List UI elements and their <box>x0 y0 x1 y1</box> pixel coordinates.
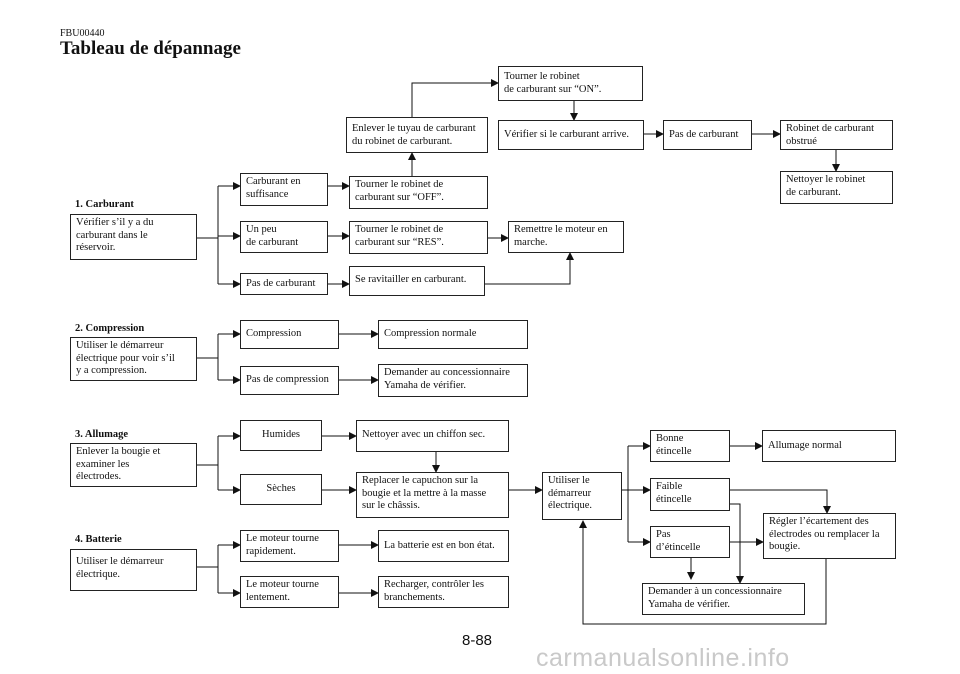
box-no-fuel-flow: Pas de carburant <box>663 120 752 150</box>
section-title-compression: 2. Compression <box>75 323 145 334</box>
box-enough-fuel: Carburant en suffisance <box>240 173 328 206</box>
doc-code: FBU00440 <box>60 28 105 39</box>
box-no-spark: Pas d’étincelle <box>650 526 730 558</box>
box-engine-slow: Le moteur tourne lentement. <box>240 576 339 608</box>
box-dry: Sèches <box>240 474 322 505</box>
box-adjust-gap: Régler l’écartement des électrodes ou re… <box>763 513 896 559</box>
box-ask-dealer-compression: Demander au concessionnaire Yamaha de vé… <box>378 364 528 397</box>
box-valve-res: Tourner le robinet de carburant sur “RES… <box>349 221 488 254</box>
box-check-fuel-flow: Vérifier si le carburant arrive. <box>498 120 644 150</box>
box-compression: Compression <box>240 320 339 349</box>
box-no-compression: Pas de compression <box>240 366 339 395</box>
box-wipe-dry: Nettoyer avec un chiffon sec. <box>356 420 509 452</box>
section-title-batterie: 4. Batterie <box>75 534 122 545</box>
box-no-fuel: Pas de carburant <box>240 273 328 295</box>
box-valve-on: Tourner le robinet de carburant sur “ON”… <box>498 66 643 101</box>
box-normal-compression: Compression normale <box>378 320 528 349</box>
page-number: 8-88 <box>462 632 493 649</box>
box-valve-off: Tourner le robinet de carburant sur “OFF… <box>349 176 488 209</box>
box-engine-fast: Le moteur tourne rapidement. <box>240 530 339 562</box>
watermark: carmanualsonline.info <box>536 644 790 672</box>
box-wet: Humides <box>240 420 322 451</box>
box-valve-clogged: Robinet de carburant obstrué <box>780 120 893 150</box>
box-use-starter-battery: Utiliser le démarreur électrique. <box>70 549 197 591</box>
section-title-carburant: 1. Carburant <box>75 199 134 210</box>
box-refuel: Se ravitailler en carburant. <box>349 266 485 296</box>
box-little-fuel: Un peu de carburant <box>240 221 328 253</box>
box-recharge: Recharger, contrôler les branchements. <box>378 576 509 608</box>
box-check-fuel-tank: Vérifier s’il y a du carburant dans le r… <box>70 214 197 260</box>
box-check-compression: Utiliser le démarreur électrique pour vo… <box>70 337 197 381</box>
section-title-allumage: 3. Allumage <box>75 429 129 440</box>
box-remove-plug: Enlever la bougie et examiner les électr… <box>70 443 197 487</box>
box-normal-ignition: Allumage normal <box>762 430 896 462</box>
box-weak-spark: Faible étincelle <box>650 478 730 511</box>
page-title: Tableau de dépannage <box>60 38 241 59</box>
box-clean-valve: Nettoyer le robinet de carburant. <box>780 171 893 204</box>
box-good-spark: Bonne étincelle <box>650 430 730 462</box>
box-restart-engine: Remettre le moteur en marche. <box>508 221 624 253</box>
box-replace-cap: Replacer le capuchon sur la bougie et la… <box>356 472 509 518</box>
box-battery-ok: La batterie est en bon état. <box>378 530 509 562</box>
box-ask-dealer-ignition: Demander à un concessionnaire Yamaha de … <box>642 583 805 615</box>
box-remove-hose: Enlever le tuyau de carburant du robinet… <box>346 117 488 153</box>
box-use-starter-ignition: Utiliser le démarreur électrique. <box>542 472 622 520</box>
